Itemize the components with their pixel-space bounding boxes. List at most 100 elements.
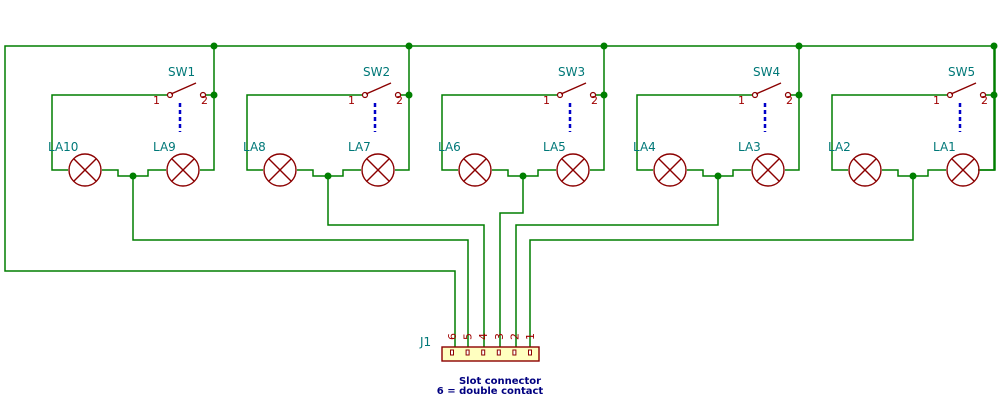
switch <box>946 82 987 132</box>
junction-dot <box>909 172 917 180</box>
switch-lever <box>755 82 782 95</box>
switch-pin-left: 1 <box>933 94 940 107</box>
connector-pin-number: 1 <box>524 333 537 340</box>
switch-contact <box>979 91 987 99</box>
lamp-circle <box>653 153 687 187</box>
junction-dot <box>129 172 137 180</box>
lamp-left <box>848 153 882 187</box>
lamp-right <box>361 153 395 187</box>
switch-pin-right: 2 <box>981 94 988 107</box>
junction-dot <box>324 172 332 180</box>
connector-pin <box>496 349 501 356</box>
switch-ref: SW3 <box>558 65 585 79</box>
lamp-cross <box>73 158 97 182</box>
rail-wire <box>980 46 995 171</box>
junction-dot <box>519 172 527 180</box>
lamp-cross <box>268 158 292 182</box>
lamp-circle <box>361 153 395 187</box>
common-bus <box>4 45 996 350</box>
switch-lever <box>560 82 587 95</box>
lamp-right-ref: LA3 <box>738 140 761 154</box>
switch <box>751 82 792 132</box>
connector-pin <box>450 349 454 356</box>
switch-contact <box>589 91 597 99</box>
lamp-right <box>556 153 590 187</box>
connector-pin <box>465 349 470 356</box>
connector-pin <box>528 349 532 356</box>
bus-wire <box>4 45 996 350</box>
lamp-left-ref: LA2 <box>828 140 851 154</box>
lamp-left <box>263 153 297 187</box>
switch-contact <box>394 91 402 99</box>
lamp-circle <box>556 153 590 187</box>
lamp-cross <box>658 158 682 182</box>
switch-pin1-wire <box>441 94 558 171</box>
lamp-cross <box>951 158 975 182</box>
lamp-right-ref: LA5 <box>543 140 566 154</box>
connector-note-line1: Slot connector <box>459 376 541 387</box>
lamp-right <box>946 153 980 187</box>
junction-dot <box>795 42 803 50</box>
connector-pin-number: 5 <box>462 333 475 340</box>
lamp-cross <box>366 158 390 182</box>
lamp-circle <box>68 153 102 187</box>
rail-wire <box>200 46 215 171</box>
switch <box>361 82 402 132</box>
junction-dot <box>714 172 722 180</box>
rail-wire <box>395 46 410 171</box>
lamp-cross <box>463 158 487 182</box>
switch-pin1-wire <box>636 94 753 171</box>
lamp-left-ref: LA10 <box>48 140 78 154</box>
lamp-circle <box>458 153 492 187</box>
junction-dot <box>600 42 608 50</box>
lamp-left-ref: LA8 <box>243 140 266 154</box>
connector-pin <box>481 349 486 356</box>
junction-dot <box>405 42 413 50</box>
switch-pin-right: 2 <box>396 94 403 107</box>
switch <box>556 82 597 132</box>
switch-lever <box>950 82 977 95</box>
lamp-right <box>166 153 200 187</box>
connector-pin-number: 6 <box>446 333 459 340</box>
junction-dot <box>405 91 413 99</box>
lamp-circle <box>263 153 297 187</box>
lamp-cross <box>756 158 780 182</box>
connector-wire <box>327 176 485 350</box>
connector-pin-number: 4 <box>477 333 490 340</box>
switch-pin-left: 1 <box>153 94 160 107</box>
connector-wire <box>515 176 719 350</box>
rail-wire <box>785 46 800 171</box>
connector-pin-number: 3 <box>493 333 506 340</box>
switch-pin-right: 2 <box>786 94 793 107</box>
junction-dot <box>795 91 803 99</box>
connector-ref: J1 <box>419 335 431 349</box>
lamp-circle <box>751 153 785 187</box>
switch-pin1-wire <box>246 94 363 171</box>
switch-pin1-wire <box>51 94 168 171</box>
junction-dot <box>600 91 608 99</box>
switch-ref: SW4 <box>753 65 780 79</box>
lamp-circle <box>848 153 882 187</box>
switch-ref: SW1 <box>168 65 195 79</box>
switch-ref: SW5 <box>948 65 975 79</box>
lamp-circle <box>166 153 200 187</box>
connector-pin <box>512 349 517 356</box>
lamp-circle <box>946 153 980 187</box>
lamp-cross <box>561 158 585 182</box>
lamp-right-ref: LA7 <box>348 140 371 154</box>
switch-pin1-wire <box>831 94 948 171</box>
switch-contact <box>199 91 207 99</box>
junction-dot <box>990 42 998 50</box>
connector-body <box>441 346 540 362</box>
lamp-right-ref: LA9 <box>153 140 176 154</box>
switch-pin-left: 1 <box>348 94 355 107</box>
switch-lever <box>365 82 392 95</box>
switch-pin-left: 1 <box>738 94 745 107</box>
switch-ref: SW2 <box>363 65 390 79</box>
